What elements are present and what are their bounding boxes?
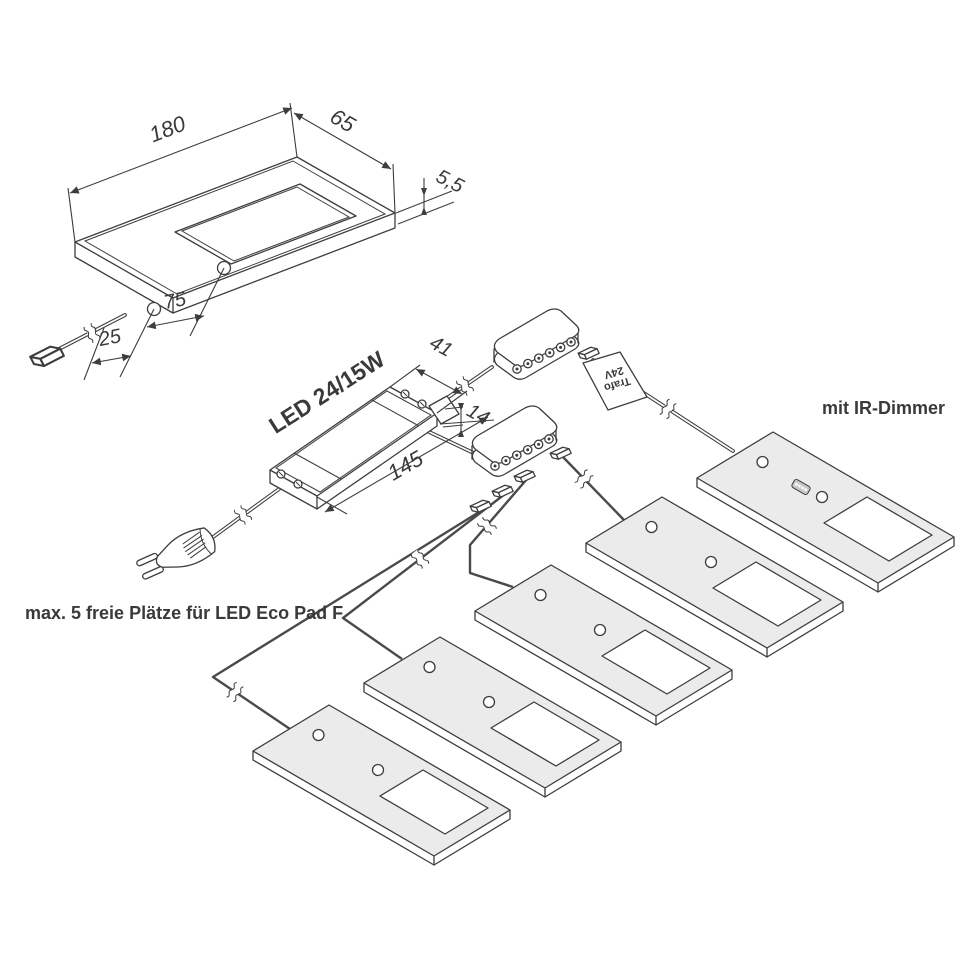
pad-led-window: [601, 629, 711, 695]
cable-to-pad-2: [562, 456, 625, 521]
cable-to-pad-5: [211, 507, 485, 730]
trafo-24v-tag: Trafo 24V: [582, 351, 648, 411]
led-pad-3: [474, 564, 733, 726]
pad-mounting-hole: [423, 660, 436, 674]
ir-dimmer-label: mit IR-Dimmer: [822, 398, 945, 418]
distribution-cables: [211, 456, 625, 730]
driver-screws: [276, 389, 427, 489]
dim-text-180: 180: [146, 110, 190, 147]
pad-led-window-frame: [180, 186, 351, 262]
tag-text-line2: 24V: [602, 364, 625, 381]
pad-mounting-hole: [312, 728, 325, 742]
pad-led-window: [490, 701, 600, 767]
pad-led-window: [823, 496, 933, 562]
driver-lid: [275, 390, 432, 493]
dim-text-75: 75: [162, 288, 189, 314]
pad-mounting-hole: [704, 555, 718, 569]
dim-hole-spacing: 75: [119, 267, 225, 378]
reference-led-pad: [74, 156, 396, 317]
pad-mounting-hole: [593, 623, 607, 637]
pad-mounting-hole: [815, 490, 829, 504]
plug-hatch: [182, 531, 207, 559]
distributor-box-1: [493, 308, 580, 380]
dim-text-41: 41: [426, 332, 456, 362]
dim-pad-thickness: 5,5: [395, 166, 468, 225]
pad-inner-edge: [83, 160, 387, 295]
pad-led-window: [174, 183, 357, 265]
cable-to-pad-3: [468, 478, 528, 589]
ir-sensor-icon: [791, 479, 811, 495]
connector-plug: [469, 497, 492, 515]
dim-text-25: 25: [96, 325, 124, 351]
power-supply: LED 24/15W: [264, 346, 460, 510]
pad-mounting-hole: [534, 588, 547, 602]
led-pad-1-ir: [696, 431, 955, 593]
dim-text-5-5: 5,5: [432, 166, 468, 199]
pad-mounting-hole: [371, 763, 385, 777]
led-pad-2: [585, 496, 844, 658]
pad-led-window: [379, 769, 489, 835]
dim-cable-offset: 25: [83, 325, 132, 381]
dim-text-65: 65: [326, 104, 360, 138]
dim-text-14: 14: [463, 400, 493, 430]
plug-pin: [142, 566, 164, 580]
connector-plug: [513, 467, 536, 485]
cable-to-pad-4: [341, 493, 506, 660]
plug-body: [155, 527, 216, 568]
plug-pin: [136, 552, 159, 567]
led-pad-5: [252, 704, 511, 866]
pad-mounting-hole: [645, 520, 658, 534]
euro-plug: [136, 527, 216, 580]
caption: max. 5 freie Plätze für LED Eco Pad F: [25, 603, 343, 623]
pad-led-window: [712, 561, 822, 627]
connector-plug: [549, 444, 572, 462]
led-pad-4: [363, 636, 622, 798]
pad-mounting-hole: [482, 695, 496, 709]
pad-mounting-hole: [756, 455, 769, 469]
